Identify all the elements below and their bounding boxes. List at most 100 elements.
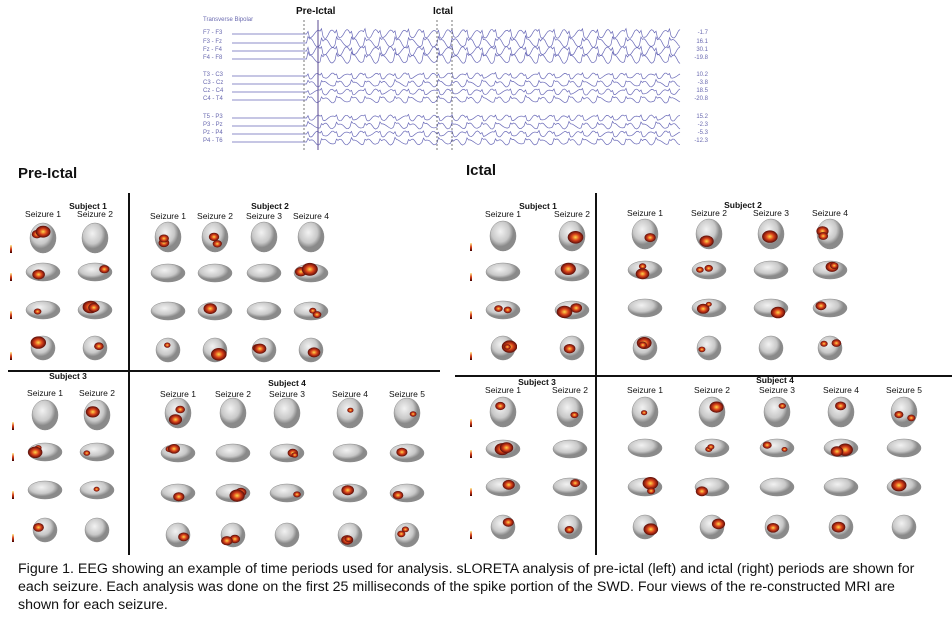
activation-blob [815,301,827,311]
activation-blob [168,414,183,425]
eeg-trace [232,50,681,65]
brain-render [200,220,230,259]
activation-blob [709,401,724,413]
eeg-channel-label: Pz - P4 [203,130,223,136]
brain-render [24,261,62,288]
divider [8,370,440,372]
brain-render [693,437,731,464]
brain-render [811,259,849,286]
brain-render [553,261,591,288]
brain-render [250,336,278,369]
brain-render [757,334,785,367]
colorbar [12,534,14,542]
colorbar [10,245,12,253]
activation-blob [35,225,51,238]
activation-blob [392,491,404,500]
brain-render [268,482,306,509]
subject-title: Subject 2 [724,200,762,210]
brain-render [331,482,369,509]
brain-render [392,396,422,435]
activation-blob [830,446,844,457]
brain-render [201,336,229,369]
seizure-label: Seizure 5 [886,385,922,395]
colorbar [470,311,472,319]
activation-blob [341,485,354,496]
brain-render [214,442,252,469]
activation-blob [397,530,406,538]
eeg-channel-label: F7 - F3 [203,30,223,36]
brain-render [488,395,518,434]
activation-blob [158,234,169,243]
seizure-label: Seizure 3 [759,385,795,395]
figure-caption: Figure 1. EEG showing an example of time… [18,561,915,613]
seizure-label: Seizure 2 [197,211,233,221]
activation-blob [564,526,574,534]
brain-render [218,396,248,435]
subject-title: Subject 4 [756,375,794,385]
activation-blob [642,477,659,490]
seizure-label: Seizure 4 [823,385,859,395]
seizure-label: Seizure 2 [79,388,115,398]
brain-render [885,476,923,503]
activation-blob [696,266,704,273]
activation-blob [704,264,713,272]
eeg-trace [232,87,681,96]
seizure-label: Seizure 1 [485,385,521,395]
colorbar [470,243,472,251]
divider [128,193,130,555]
activation-blob [762,441,772,449]
brain-render [245,262,283,289]
brain-render [76,261,114,288]
brain-render [484,299,522,326]
eeg-channel-value: -19.8 [694,55,708,61]
eeg-traces [232,20,681,150]
activation-blob [499,442,514,454]
brain-render [827,513,855,546]
brain-render [159,442,197,469]
eeg-montage-label: Transverse Bipolar [203,17,254,23]
brain-render [822,476,860,503]
eeg-trace [232,113,681,122]
eeg-channel-value: 16.1 [696,39,708,45]
activation-blob [556,305,573,319]
activation-blob [32,269,45,280]
activation-blob [88,303,100,313]
activation-blob [705,301,712,307]
activation-blob [770,306,786,319]
divider [455,375,952,377]
brain-render [758,476,796,503]
activation-blob [164,342,171,348]
brain-render [553,299,591,326]
ictal-section-title: Ictal [466,162,497,179]
activation-blob [835,401,847,411]
activation-blob [208,232,220,242]
activation-blob [494,305,503,312]
brain-render [26,479,64,506]
activation-blob [762,230,778,243]
seizure-label: Seizure 5 [389,389,425,399]
eeg-channel-label: Fz - F4 [203,47,222,53]
brain-render [76,299,114,326]
brain-render [297,336,325,369]
activation-blob [495,401,506,411]
brain-render [388,442,426,469]
colorbar [10,352,12,360]
eeg-trace [232,27,681,40]
seizure-label: Seizure 1 [485,209,521,219]
eeg-trace [232,34,681,49]
activation-blob [504,344,511,350]
eeg-channel-label: F4 - F8 [203,55,223,61]
brain-render [758,437,796,464]
brain-render [80,221,110,260]
preictal-marker-label: Pre-Ictal [296,6,336,17]
activation-blob [818,232,829,240]
activation-blob [781,447,788,452]
activation-blob [168,444,180,454]
brain-render [78,441,116,468]
brain-render [694,217,724,256]
activation-blob [173,492,185,502]
brain-render [292,262,330,289]
brain-render [484,438,522,465]
activation-blob [293,491,301,498]
brain-render [81,334,109,367]
